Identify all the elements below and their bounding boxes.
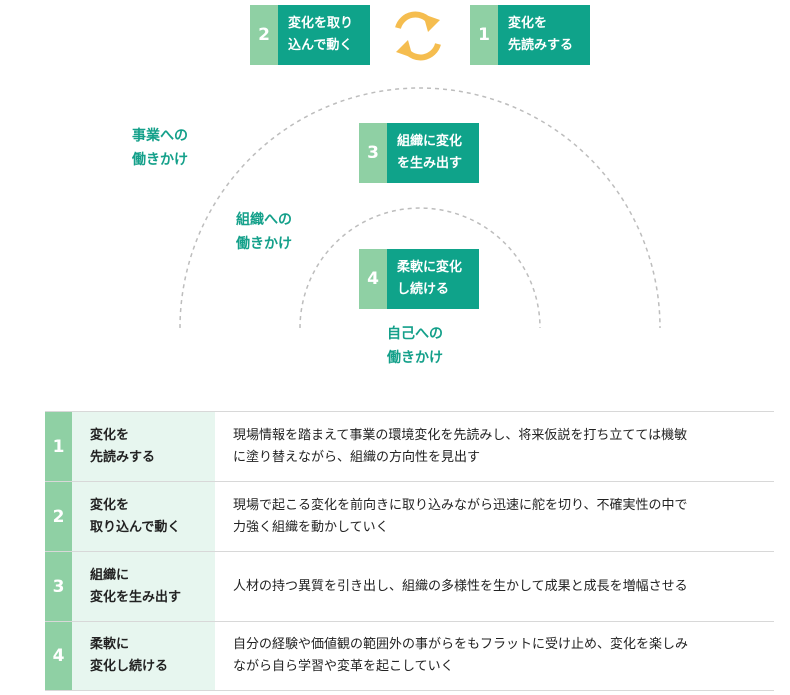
row-description: 自分の経験や価値観の範囲外の事がらをもフラットに受け止め、変化を楽しみ ながら自… [233, 637, 689, 674]
row-number: 2 [45, 482, 72, 551]
box-4-keep-changing: 4 柔軟に変化 し続ける [359, 249, 479, 309]
table-row: 3 組織に 変化を生み出す 人材の持つ異質を引き出し、組織の多様性を生かして成果… [45, 551, 774, 621]
row-title: 変化を 取り込んで動く [72, 482, 215, 551]
row-number: 1 [45, 412, 72, 481]
inner-arc [299, 207, 541, 329]
row-number: 4 [45, 622, 72, 690]
box-2-adopt-change: 2 変化を取り 込んで動く [250, 5, 370, 65]
table-row: 4 柔軟に 変化し続ける 自分の経験や価値観の範囲外の事がらをもフラットに受け止… [45, 621, 774, 691]
label-self: 自己への 働きかけ [387, 326, 443, 366]
row-title: 組織に 変化を生み出す [72, 552, 215, 621]
row-number: 3 [45, 552, 72, 621]
box-number: 1 [470, 5, 498, 65]
row-description: 現場情報を踏まえて事業の環境変化を先読みし、将来仮説を打ち立てては機敏 に塗り替… [233, 427, 688, 465]
table-row: 2 変化を 取り込んで動く 現場で起こる変化を前向きに取り込みながら迅速に舵を切… [45, 481, 774, 551]
box-number: 2 [250, 5, 278, 65]
box-3-create-change: 3 組織に変化 を生み出す [359, 123, 479, 183]
label-business: 事業への 働きかけ [132, 128, 188, 168]
box-number: 4 [359, 249, 387, 309]
row-description: 現場で起こる変化を前向きに取り込みながら迅速に舵を切り、不確実性の中で 力強く組… [233, 497, 688, 535]
box-1-anticipate-change: 1 変化を 先読みする [470, 5, 590, 65]
box-label: 変化を 先読みする [498, 5, 590, 65]
table-row: 1 変化を 先読みする 現場情報を踏まえて事業の環境変化を先読みし、将来仮説を打… [45, 411, 774, 481]
cycle-arrows-icon [395, 11, 441, 61]
box-label: 組織に変化 を生み出す [387, 123, 479, 183]
arcs-diagram [179, 11, 661, 329]
box-number: 3 [359, 123, 387, 183]
label-organization: 組織への 働きかけ [236, 212, 292, 252]
row-title: 柔軟に 変化し続ける [72, 622, 215, 690]
row-title: 変化を 先読みする [72, 412, 215, 481]
box-label: 柔軟に変化 し続ける [387, 249, 479, 309]
description-table: 1 変化を 先読みする 現場情報を踏まえて事業の環境変化を先読みし、将来仮説を打… [45, 411, 774, 691]
outer-arc [179, 87, 661, 329]
row-description: 人材の持つ異質を引き出し、組織の多様性を生かして成果と成長を増幅させる [233, 578, 688, 594]
box-label: 変化を取り 込んで動く [278, 5, 370, 65]
